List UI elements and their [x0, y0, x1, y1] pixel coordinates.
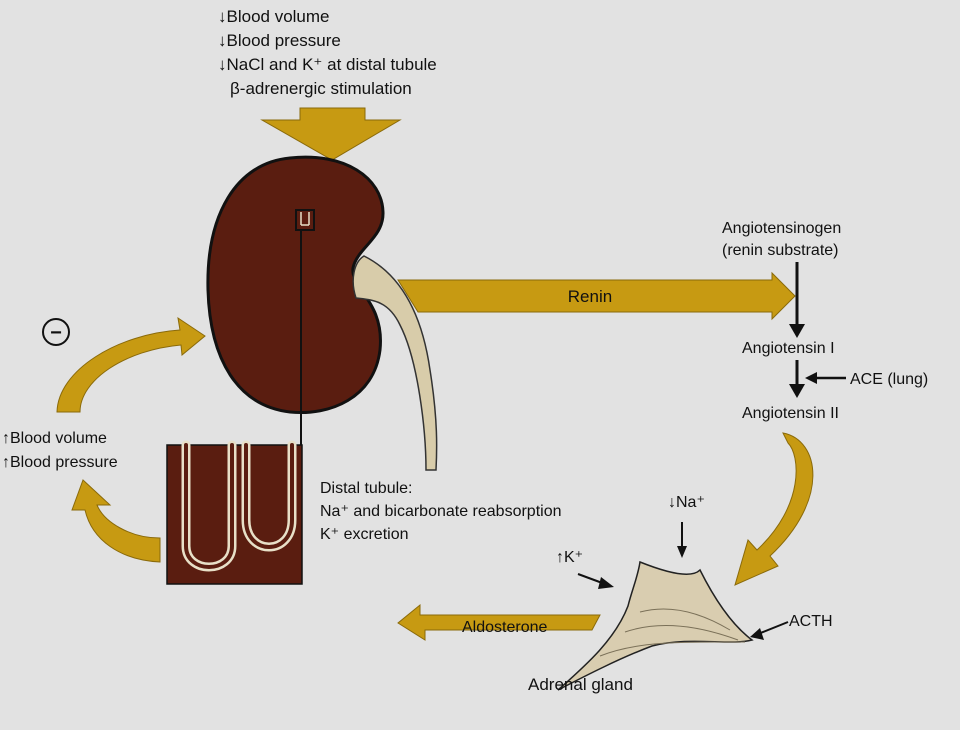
negative-feedback-circle: [42, 318, 70, 346]
tubule-to-volume-arrow: [71, 479, 161, 563]
distal-tubule-excretion: K⁺ excretion: [320, 526, 408, 543]
glomerulus-loop: [300, 212, 310, 226]
aldosterone-arrow: [397, 603, 601, 641]
renin-arrow: [397, 271, 796, 321]
stimulus-nacl-k: ↓NaCl and K⁺ at distal tubule: [218, 55, 437, 74]
distal-tubule-reabsorption: Na⁺ and bicarbonate reabsorption: [320, 503, 562, 520]
high-k-label: ↑K⁺: [556, 549, 583, 566]
adrenal-input-arrows: [577, 522, 789, 640]
stimuli-arrow: [260, 107, 402, 161]
angiotensin-2-label: Angiotensin II: [742, 405, 839, 422]
adrenal-stripes: [599, 608, 746, 657]
stimulus-blood-pressure: ↓Blood pressure: [218, 31, 341, 50]
kidney: [206, 155, 385, 415]
ace-label: ACE (lung): [850, 371, 928, 388]
angiotensinogen-label: Angiotensinogen: [722, 220, 841, 237]
feedback-blood-volume: ↑Blood volume: [2, 430, 107, 447]
angiotensin-1-label: Angiotensin I: [742, 340, 835, 357]
renin-label: Renin: [568, 287, 612, 306]
volume-to-kidney-arrow: [56, 316, 206, 413]
cascade-arrows: [789, 262, 846, 398]
stimulus-blood-volume: ↓Blood volume: [218, 7, 330, 26]
adrenal-gland-label: Adrenal gland: [528, 675, 633, 694]
feedback-blood-pressure: ↑Blood pressure: [2, 454, 118, 471]
angiotensin-to-adrenal-arrow: [734, 432, 814, 586]
stimulus-beta-adrenergic: β-adrenergic stimulation: [230, 79, 412, 98]
tubule-loops: [181, 440, 297, 572]
acth-label: ACTH: [789, 613, 833, 630]
distal-tubule-title: Distal tubule:: [320, 480, 413, 497]
renin-substrate-label: (renin substrate): [722, 242, 839, 259]
aldosterone-label: Aldosterone: [462, 619, 547, 636]
low-na-label: ↓Na⁺: [668, 494, 705, 511]
negative-feedback-sign: −: [50, 322, 62, 344]
distal-tubule-strip: [352, 255, 438, 471]
glomerulus-box: [295, 209, 315, 231]
